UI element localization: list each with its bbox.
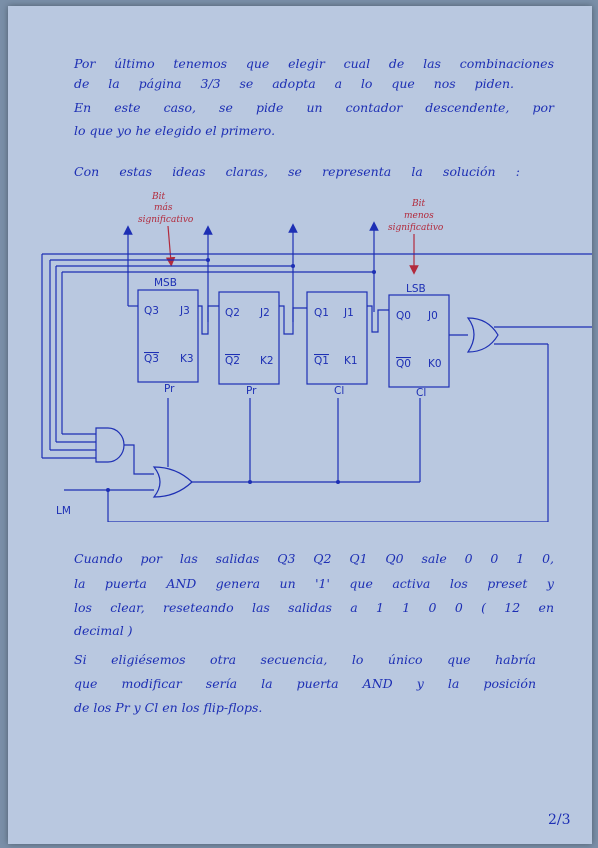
ff1-j: J1 bbox=[343, 307, 354, 319]
annotation-msb-3: significativo bbox=[138, 215, 194, 225]
explanation-line-5: Si eligiésemos otra secuencia, lo único … bbox=[74, 652, 536, 667]
ff3-j: J3 bbox=[179, 305, 190, 317]
explanation-line-6: que modificar sería la puerta AND y la p… bbox=[74, 676, 536, 691]
explanation-line-1: Cuando por las salidas Q3 Q2 Q1 Q0 sale … bbox=[74, 551, 554, 566]
ff0-bottom: Cl bbox=[416, 387, 426, 399]
annotation-lsb-1: Bit bbox=[411, 199, 425, 209]
annotation-msb-1: Bit bbox=[151, 192, 165, 202]
notebook-page: Por último tenemos que elegir cual de la… bbox=[8, 6, 592, 844]
input-lm-label: LM bbox=[56, 505, 71, 517]
ff3-qbar: Q3 bbox=[144, 353, 159, 365]
explanation-line-7: de los Pr y Cl en los flip-flops. bbox=[74, 700, 263, 715]
lead-in: Con estas ideas claras, se representa la… bbox=[74, 164, 520, 179]
ff1-q: Q1 bbox=[314, 307, 329, 319]
intro-line-4: lo que yo he elegido el primero. bbox=[74, 123, 276, 138]
explanation-line-4: decimal ) bbox=[74, 623, 133, 638]
ff3-k: K3 bbox=[180, 353, 194, 365]
annotation-lsb-3: significativo bbox=[388, 223, 444, 233]
ff0-q: Q0 bbox=[396, 310, 411, 322]
page-number: 2/3 bbox=[548, 812, 571, 828]
annotation-msb-2: más bbox=[154, 202, 173, 213]
explanation-line-2: la puerta AND genera un '1' que activa l… bbox=[74, 576, 554, 591]
ff1-k: K1 bbox=[344, 355, 358, 367]
ff0-j: J0 bbox=[427, 310, 438, 322]
ff2-bottom: Pr bbox=[246, 385, 257, 397]
annotation-lsb-2: menos bbox=[404, 211, 434, 221]
ff1-bottom: Cl bbox=[334, 385, 344, 397]
counter-circuit-diagram: Bit más significativo Bit menos signific… bbox=[41, 192, 592, 522]
ff1-qbar: Q1 bbox=[314, 355, 329, 367]
ff2-qbar: Q2 bbox=[225, 355, 240, 367]
label-msb: MSB bbox=[154, 277, 177, 289]
ff3-q: Q3 bbox=[144, 305, 159, 317]
intro-line-2: de la página 3/3 se adopta a lo que nos … bbox=[74, 76, 514, 91]
ff2-q: Q2 bbox=[225, 307, 240, 319]
intro-line-1: Por último tenemos que elegir cual de la… bbox=[74, 56, 554, 71]
intro-line-3: En este caso, se pide un contador descen… bbox=[74, 100, 554, 115]
explanation-line-3: los clear, reseteando las salidas a 1 1 … bbox=[74, 600, 554, 615]
ff0-k: K0 bbox=[428, 358, 442, 370]
label-lsb: LSB bbox=[406, 283, 426, 295]
ff2-j: J2 bbox=[259, 307, 270, 319]
ff2-k: K2 bbox=[260, 355, 274, 367]
arrow-msb bbox=[165, 225, 176, 267]
ff0-qbar: Q0 bbox=[396, 358, 411, 370]
ff3-bottom: Pr bbox=[164, 383, 175, 395]
